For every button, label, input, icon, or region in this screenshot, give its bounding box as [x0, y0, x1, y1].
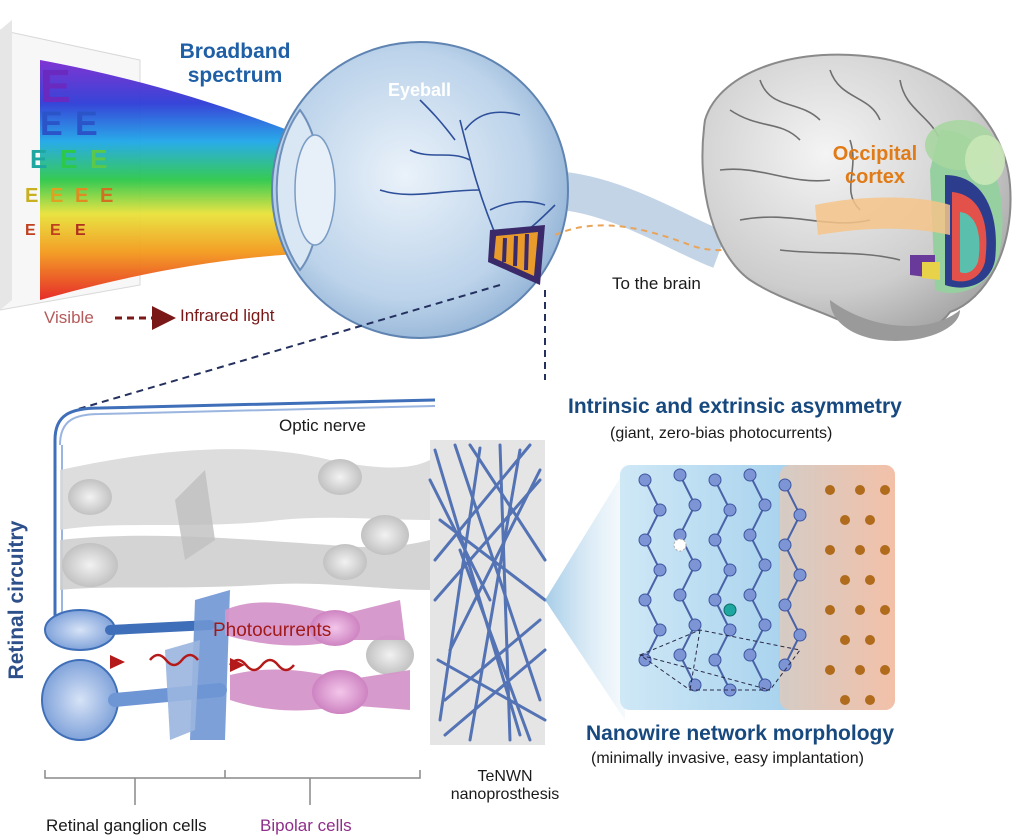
molecular-panel	[620, 465, 895, 710]
to-brain-label: To the brain	[612, 274, 701, 293]
tenwn-line-2: nanoprosthesis	[450, 786, 560, 804]
occipital-line-2: cortex	[844, 166, 906, 188]
eye-chart-letter: E	[60, 144, 78, 174]
eye-chart-letter: E	[75, 185, 89, 207]
eyeball-label: Eyeball	[388, 80, 452, 100]
retinal-circuitry-label: Retinal circuitry	[4, 520, 28, 680]
eye-chart-letter: E	[100, 185, 114, 207]
morphology-title: Nanowire network morphology	[586, 722, 895, 745]
asymmetry-subtitle: (giant, zero-bias photocurrents)	[610, 425, 833, 442]
tenwn-line-1: TeNWN	[477, 768, 533, 785]
zoom-cone	[545, 470, 625, 720]
eye-chart-letter: E	[50, 185, 64, 207]
eyeball	[271, 41, 727, 339]
eye-chart-letter: E	[75, 105, 98, 143]
ganglion-label: Retinal ganglion cells	[46, 816, 207, 835]
eye-chart-letter: E	[50, 222, 61, 239]
eye-chart-letters: E E E E E E E E E E E E E	[0, 0, 150, 320]
visible-label: Visible	[44, 308, 94, 327]
cell-brackets	[44, 770, 421, 805]
brain	[701, 53, 1012, 341]
eye-chart-letter: E	[90, 144, 108, 174]
eye-chart-letter: E	[40, 60, 71, 112]
eye-chart-letter: E	[25, 222, 36, 239]
bipolar-label: Bipolar cells	[260, 816, 352, 835]
infrared-label: Infrared light	[180, 306, 275, 325]
asymmetry-title: Intrinsic and extrinsic asymmetry	[568, 395, 902, 418]
broadband-line-1: Broadband	[179, 40, 291, 63]
eye-chart-letter: E	[40, 105, 63, 143]
broadband-line-2: spectrum	[187, 64, 283, 88]
broadband-label: Broadband spectrum	[160, 40, 310, 88]
retina-circuitry	[41, 398, 436, 741]
eye-chart-letter: E	[25, 185, 39, 207]
optic-nerve-label: Optic nerve	[279, 416, 366, 435]
eye-chart-letter: E	[75, 222, 86, 239]
photocurrents-label: Photocurrents	[213, 620, 332, 641]
occipital-label: Occipital cortex	[815, 143, 935, 189]
tenwn-label: TeNWN nanoprosthesis	[430, 768, 580, 805]
nanowire-network	[428, 440, 547, 745]
morphology-subtitle: (minimally invasive, easy implantation)	[591, 750, 864, 767]
occipital-line-1: Occipital	[832, 143, 918, 165]
eye-chart-letter: E	[30, 144, 48, 174]
zoom-lines	[74, 284, 546, 411]
